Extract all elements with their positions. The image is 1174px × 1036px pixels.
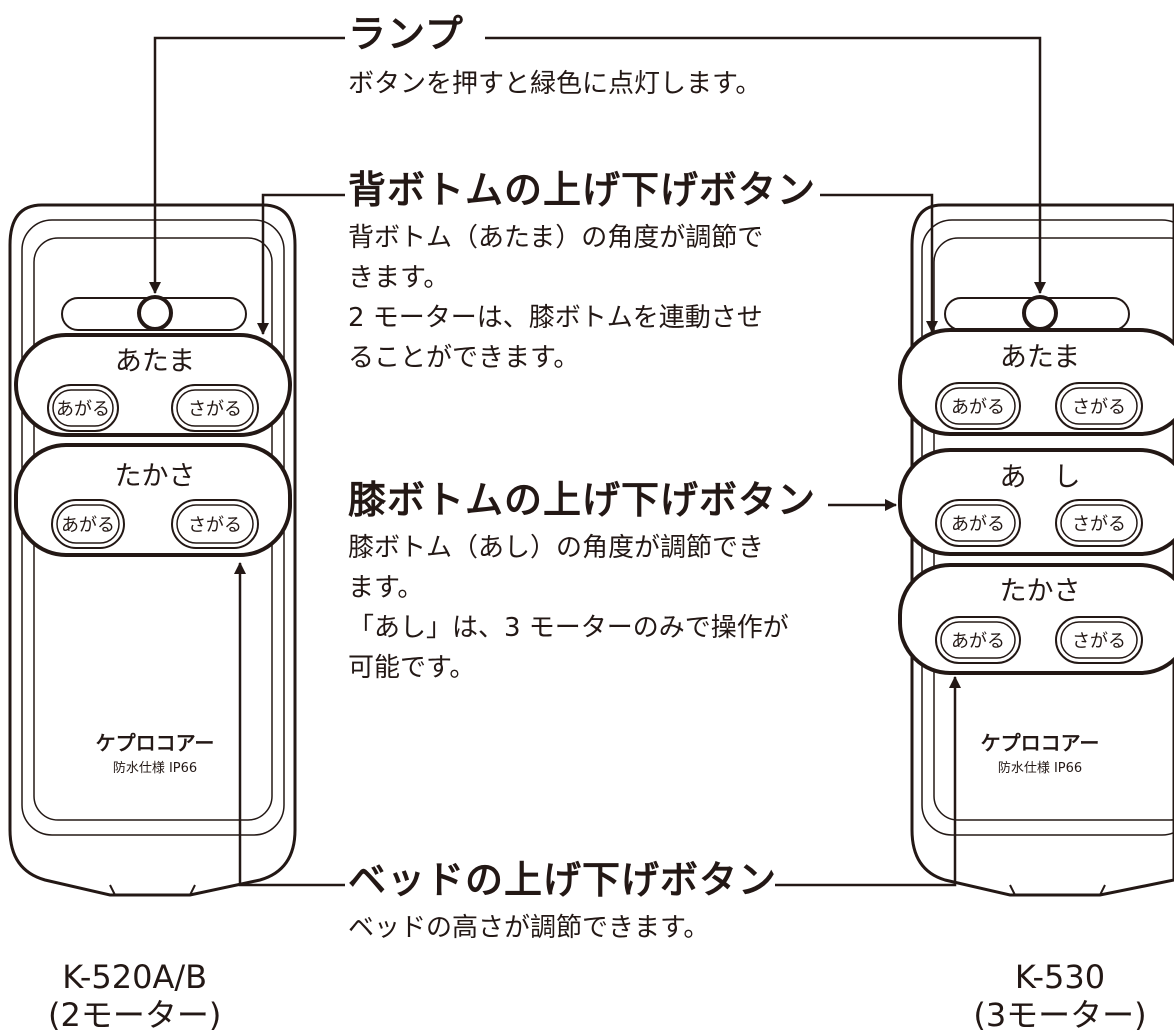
model-right-name: K-530 <box>1014 958 1106 996</box>
remote-right-height-down-button[interactable]: さがる <box>1055 616 1143 664</box>
remote-right-brand: ケプロコアー <box>981 731 1100 755</box>
remote-right-height-up-label: あがる <box>951 631 1005 652</box>
remote-left-group-head-label: あたま <box>115 346 195 377</box>
callout-back-desc-3: 2 モーターは、膝ボトムを連動させ <box>348 302 763 333</box>
callout-knee: 膝ボトムの上げ下げボタン 膝ボトム（あし）の角度が調節でき ます。 「あし」は、… <box>348 478 816 688</box>
remote-left-head-down-label: さがる <box>188 399 242 420</box>
leader-bed-left <box>234 562 345 887</box>
callout-bed-desc-1: ベッドの高さが調節できます。 <box>348 912 710 943</box>
callout-back-title: 背ボトムの上げ下げボタン <box>348 168 817 212</box>
callout-knee-desc-2: ます。 <box>348 572 424 603</box>
remote-right-leg-down-label: さがる <box>1072 514 1126 535</box>
leader-back-right <box>820 193 938 333</box>
remote-right-head-up-label: あがる <box>951 397 1005 418</box>
remote-right-height-down-label: さがる <box>1072 631 1126 652</box>
remote-right-group-leg-label: あ し <box>1000 462 1081 493</box>
remote-left-height-down-button[interactable]: さがる <box>171 499 259 549</box>
callout-bed: ベッドの上げ下げボタン ベッドの高さが調節できます。 <box>348 858 777 948</box>
remote-left-brand: ケプロコアー <box>96 731 215 755</box>
remote-left: あたま あがる さがる たかさ あがる さがる ケプロコアー 防水仕様 IP66 <box>8 203 297 897</box>
leader-lamp-left <box>149 36 345 294</box>
remote-right-head-up-button[interactable]: あがる <box>935 382 1021 430</box>
callout-knee-title: 膝ボトムの上げ下げボタン <box>348 478 817 522</box>
remote-left-head-up-label: あがる <box>56 399 110 420</box>
leader-lamp-right <box>485 36 1046 294</box>
leader-bed-right <box>775 676 961 887</box>
callout-back-desc-4: ることができます。 <box>348 342 580 373</box>
leader-back-left <box>257 193 345 335</box>
model-right-motors: (3モーター) <box>973 996 1147 1034</box>
remote-left-height-up-button[interactable]: あがる <box>51 499 125 549</box>
remote-left-bottom-lip <box>109 884 196 896</box>
leader-lines <box>149 36 1046 887</box>
callout-knee-desc-3: 「あし」は、3 モーターのみで操作が <box>348 612 789 643</box>
remote-right-group-height-label: たかさ <box>1000 576 1081 607</box>
remote-left-height-down-label: さがる <box>188 515 242 536</box>
model-left-motors: (2モーター) <box>48 996 222 1034</box>
callout-knee-desc-4: 可能です。 <box>348 652 476 683</box>
remote-right-leg-down-button[interactable]: さがる <box>1055 499 1143 547</box>
remote-left-height-up-label: あがる <box>61 515 115 536</box>
remote-right-bottom-lip <box>1009 884 1106 896</box>
remote-left-head-up-button[interactable]: あがる <box>47 384 119 432</box>
remote-right-body <box>910 203 1174 897</box>
model-right: K-530 (3モーター) <box>955 958 1165 1034</box>
remote-right-head-down-button[interactable]: さがる <box>1055 382 1143 430</box>
callout-knee-desc-1: 膝ボトム（あし）の角度が調節でき <box>348 532 765 563</box>
remote-right: あたま あがる さがる あ し あがる さがる たかさ あがる <box>898 203 1174 897</box>
callout-lamp-desc-1: ボタンを押すと緑色に点灯します。 <box>348 68 762 99</box>
callout-lamp-title: ランプ <box>348 12 464 56</box>
remote-left-group-height-label: たかさ <box>115 461 196 492</box>
remote-right-spec: 防水仕様 IP66 <box>998 760 1082 776</box>
remote-left-head-down-button[interactable]: さがる <box>171 384 259 432</box>
remote-right-leg-up-label: あがる <box>951 514 1005 535</box>
callout-back: 背ボトムの上げ下げボタン 背ボトム（あたま）の角度が調節で きます。 2 モータ… <box>348 168 816 378</box>
remote-left-lamp <box>137 295 173 331</box>
model-left-name: K-520A/B <box>62 958 208 996</box>
remote-right-height-up-button[interactable]: あがる <box>935 616 1021 664</box>
model-left: K-520A/B (2モーター) <box>48 958 221 1034</box>
remote-right-lamp <box>1022 295 1058 331</box>
callout-back-desc-1: 背ボトム（あたま）の角度が調節で <box>348 222 764 253</box>
callout-back-desc-2: きます。 <box>348 262 450 293</box>
remote-left-spec: 防水仕様 IP66 <box>113 760 197 776</box>
remote-right-group-head-label: あたま <box>1000 342 1080 373</box>
callout-bed-title: ベッドの上げ下げボタン <box>348 858 778 902</box>
remote-right-head-down-label: さがる <box>1072 397 1126 418</box>
remote-right-leg-up-button[interactable]: あがる <box>935 499 1021 547</box>
callout-lamp: ランプ ボタンを押すと緑色に点灯します。 <box>348 12 761 104</box>
